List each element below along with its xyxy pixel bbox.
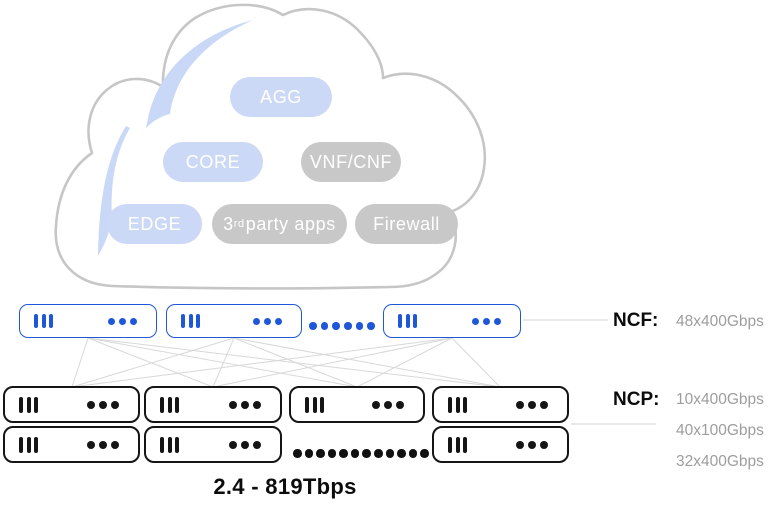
ncp-box xyxy=(3,386,140,423)
ncp-spec-2: 40x100Gbps xyxy=(676,422,764,439)
pill-firewall-label: Firewall xyxy=(373,213,440,234)
pill-3rd-prefix: 3 xyxy=(223,213,234,234)
port-dots-icon xyxy=(229,400,261,409)
ncp-ellipsis-dots xyxy=(293,449,429,458)
pill-firewall: Firewall xyxy=(355,204,458,244)
cloud-swoosh-lower xyxy=(98,126,130,256)
ncp-spec-3: 32x400Gbps xyxy=(676,453,764,470)
ncp-spec-1: 10x400Gbps xyxy=(676,391,764,408)
port-dots-icon xyxy=(229,440,261,449)
pill-agg: AGG xyxy=(230,77,332,117)
port-dots-icon xyxy=(253,317,282,325)
pill-edge-label: EDGE xyxy=(127,213,182,234)
ncf-ncp-mesh xyxy=(71,337,501,388)
port-dots-icon xyxy=(87,400,119,409)
pill-agg-label: AGG xyxy=(260,86,302,107)
linecard-bars-icon xyxy=(448,396,467,413)
port-dots-icon xyxy=(108,317,137,325)
cloud-icon xyxy=(54,3,487,290)
ncp-box xyxy=(144,426,282,463)
ncf-box xyxy=(19,304,157,338)
ncp-box xyxy=(3,426,140,463)
port-dots-icon xyxy=(372,400,404,409)
ncp-label: NCP: xyxy=(613,389,660,410)
ncp-box xyxy=(289,386,425,423)
ncf-spec: 48x400Gbps xyxy=(676,313,764,330)
pill-core: CORE xyxy=(163,142,263,182)
cloud-outline xyxy=(54,3,487,290)
ncp-spec-list: 10x400Gbps 40x100Gbps 32x400Gbps xyxy=(676,391,764,471)
linecard-bars-icon xyxy=(181,314,200,328)
port-dots-icon xyxy=(516,400,548,409)
ncf-box xyxy=(166,304,302,338)
linecard-bars-icon xyxy=(19,396,38,413)
pill-vnf-cnf: VNF/CNF xyxy=(301,142,401,182)
ncp-box xyxy=(432,426,569,463)
pill-vnf-cnf-label: VNF/CNF xyxy=(309,151,393,172)
linecard-bars-icon xyxy=(305,396,324,413)
port-dots-icon xyxy=(87,440,119,449)
linecard-bars-icon xyxy=(448,436,467,453)
linecard-bars-icon xyxy=(160,436,179,453)
port-dots-icon xyxy=(472,317,501,325)
linecard-bars-icon xyxy=(34,314,53,328)
cloud-swoosh xyxy=(146,20,253,128)
pill-core-label: CORE xyxy=(185,151,241,172)
linecard-bars-icon xyxy=(19,436,38,453)
pill-edge: EDGE xyxy=(107,204,202,244)
linecard-bars-icon xyxy=(398,314,417,328)
ncp-box xyxy=(144,386,282,423)
capacity-label: 2.4 - 819Tbps xyxy=(213,474,357,499)
ncf-ellipsis-dots xyxy=(309,322,375,330)
ncf-box xyxy=(383,304,521,338)
ncp-box xyxy=(432,386,569,423)
pill-3rd-rest: party apps xyxy=(245,213,336,234)
linecard-bars-icon xyxy=(160,396,179,413)
ncf-label: NCF: xyxy=(613,310,659,331)
port-dots-icon xyxy=(516,440,548,449)
